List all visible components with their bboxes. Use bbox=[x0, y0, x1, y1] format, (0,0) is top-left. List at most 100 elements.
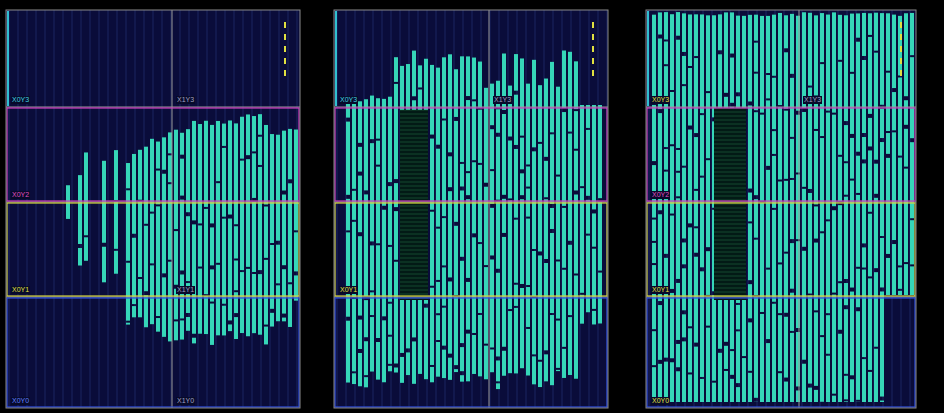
placed-cells bbox=[240, 272, 244, 333]
placed-cells bbox=[844, 125, 848, 161]
placed-cells bbox=[364, 99, 368, 190]
routing-net bbox=[714, 212, 746, 213]
placed-cells bbox=[706, 328, 710, 402]
placed-cells bbox=[144, 226, 148, 291]
placed-cells bbox=[688, 374, 692, 402]
region-divider bbox=[646, 107, 916, 108]
routing-net bbox=[400, 210, 428, 211]
placed-cells bbox=[186, 317, 190, 331]
placed-cells bbox=[802, 112, 806, 187]
io-pin bbox=[900, 22, 902, 28]
routing-net bbox=[400, 230, 428, 231]
region-divider bbox=[334, 202, 608, 203]
placed-cells bbox=[886, 73, 890, 131]
placed-cells bbox=[520, 138, 524, 170]
placed-cells bbox=[478, 244, 482, 313]
placed-cells bbox=[838, 334, 842, 402]
placed-cells bbox=[448, 156, 452, 187]
placed-cells bbox=[730, 12, 734, 53]
routing-net bbox=[714, 292, 746, 293]
placed-cells bbox=[364, 377, 368, 387]
placed-cells bbox=[346, 232, 350, 316]
placed-cells bbox=[514, 285, 518, 306]
placed-cells bbox=[484, 267, 488, 344]
placed-cells bbox=[472, 101, 476, 160]
placed-cells bbox=[598, 105, 602, 198]
placed-cells bbox=[790, 14, 794, 74]
placed-cells bbox=[856, 401, 860, 402]
placed-cells bbox=[252, 153, 256, 198]
placed-cells bbox=[790, 139, 794, 178]
placed-cells bbox=[874, 164, 878, 194]
placed-cells bbox=[454, 297, 458, 365]
placed-cells bbox=[562, 208, 566, 268]
placed-cells bbox=[760, 314, 764, 402]
placed-cells bbox=[526, 84, 530, 165]
routing-net bbox=[400, 194, 428, 195]
placed-cells bbox=[550, 208, 554, 229]
placed-cells bbox=[676, 344, 680, 367]
placed-cells bbox=[114, 202, 118, 249]
placed-cells bbox=[264, 125, 268, 205]
placed-cells bbox=[514, 220, 518, 283]
placed-cells bbox=[706, 251, 710, 295]
placed-cells bbox=[394, 84, 398, 179]
placed-cells bbox=[538, 362, 542, 387]
placed-cells bbox=[472, 237, 476, 333]
placed-cells bbox=[496, 109, 500, 132]
placed-cells bbox=[502, 114, 506, 195]
placed-cells bbox=[700, 115, 704, 176]
placed-cells bbox=[532, 60, 536, 148]
clock-region-label: X0Y3 bbox=[339, 96, 358, 104]
placed-cells bbox=[264, 260, 268, 325]
placed-cells bbox=[898, 267, 902, 288]
routing-net bbox=[714, 236, 746, 237]
routing-net bbox=[714, 160, 746, 161]
placed-cells bbox=[838, 15, 842, 60]
placed-cells bbox=[466, 334, 470, 382]
placed-cells bbox=[532, 298, 536, 354]
placed-cells bbox=[790, 333, 794, 402]
placed-cells bbox=[394, 211, 398, 260]
placed-cells bbox=[574, 194, 578, 273]
placed-cells bbox=[388, 366, 392, 371]
placed-cells bbox=[718, 353, 722, 402]
routing-net bbox=[400, 146, 428, 147]
placed-cells bbox=[180, 320, 184, 339]
routing-net bbox=[400, 266, 428, 267]
io-column bbox=[647, 11, 649, 106]
device-outline bbox=[334, 10, 608, 408]
placed-cells bbox=[556, 177, 560, 260]
placed-cells bbox=[730, 351, 734, 375]
placed-cells bbox=[652, 15, 656, 101]
placed-cells bbox=[186, 129, 190, 212]
clock-region bbox=[647, 108, 915, 201]
routing-net bbox=[714, 116, 746, 117]
region-divider bbox=[334, 297, 608, 298]
placed-cells bbox=[688, 14, 692, 66]
placed-cells bbox=[84, 237, 88, 261]
placed-cells bbox=[382, 210, 386, 317]
placed-cells bbox=[700, 379, 704, 402]
placed-cells bbox=[252, 202, 256, 272]
placed-cells bbox=[490, 208, 494, 256]
placed-cells bbox=[844, 15, 848, 121]
routing-net bbox=[400, 290, 428, 291]
placed-cells bbox=[222, 148, 226, 217]
hard-block bbox=[400, 110, 428, 300]
placed-cells bbox=[802, 251, 806, 360]
placed-cells bbox=[282, 131, 286, 191]
placed-cells bbox=[652, 105, 656, 161]
placed-cells bbox=[658, 305, 662, 360]
placed-cells bbox=[724, 12, 728, 92]
routing-net bbox=[400, 138, 428, 139]
placed-cells bbox=[778, 264, 782, 313]
placed-cells bbox=[892, 244, 896, 295]
placed-cells bbox=[394, 262, 398, 364]
routing-net bbox=[400, 118, 428, 119]
placed-cells bbox=[264, 327, 268, 345]
placed-cells bbox=[760, 16, 764, 113]
placed-cells bbox=[484, 187, 488, 265]
clock-region-label: X1Y3 bbox=[803, 96, 822, 104]
routing-net bbox=[400, 242, 428, 243]
